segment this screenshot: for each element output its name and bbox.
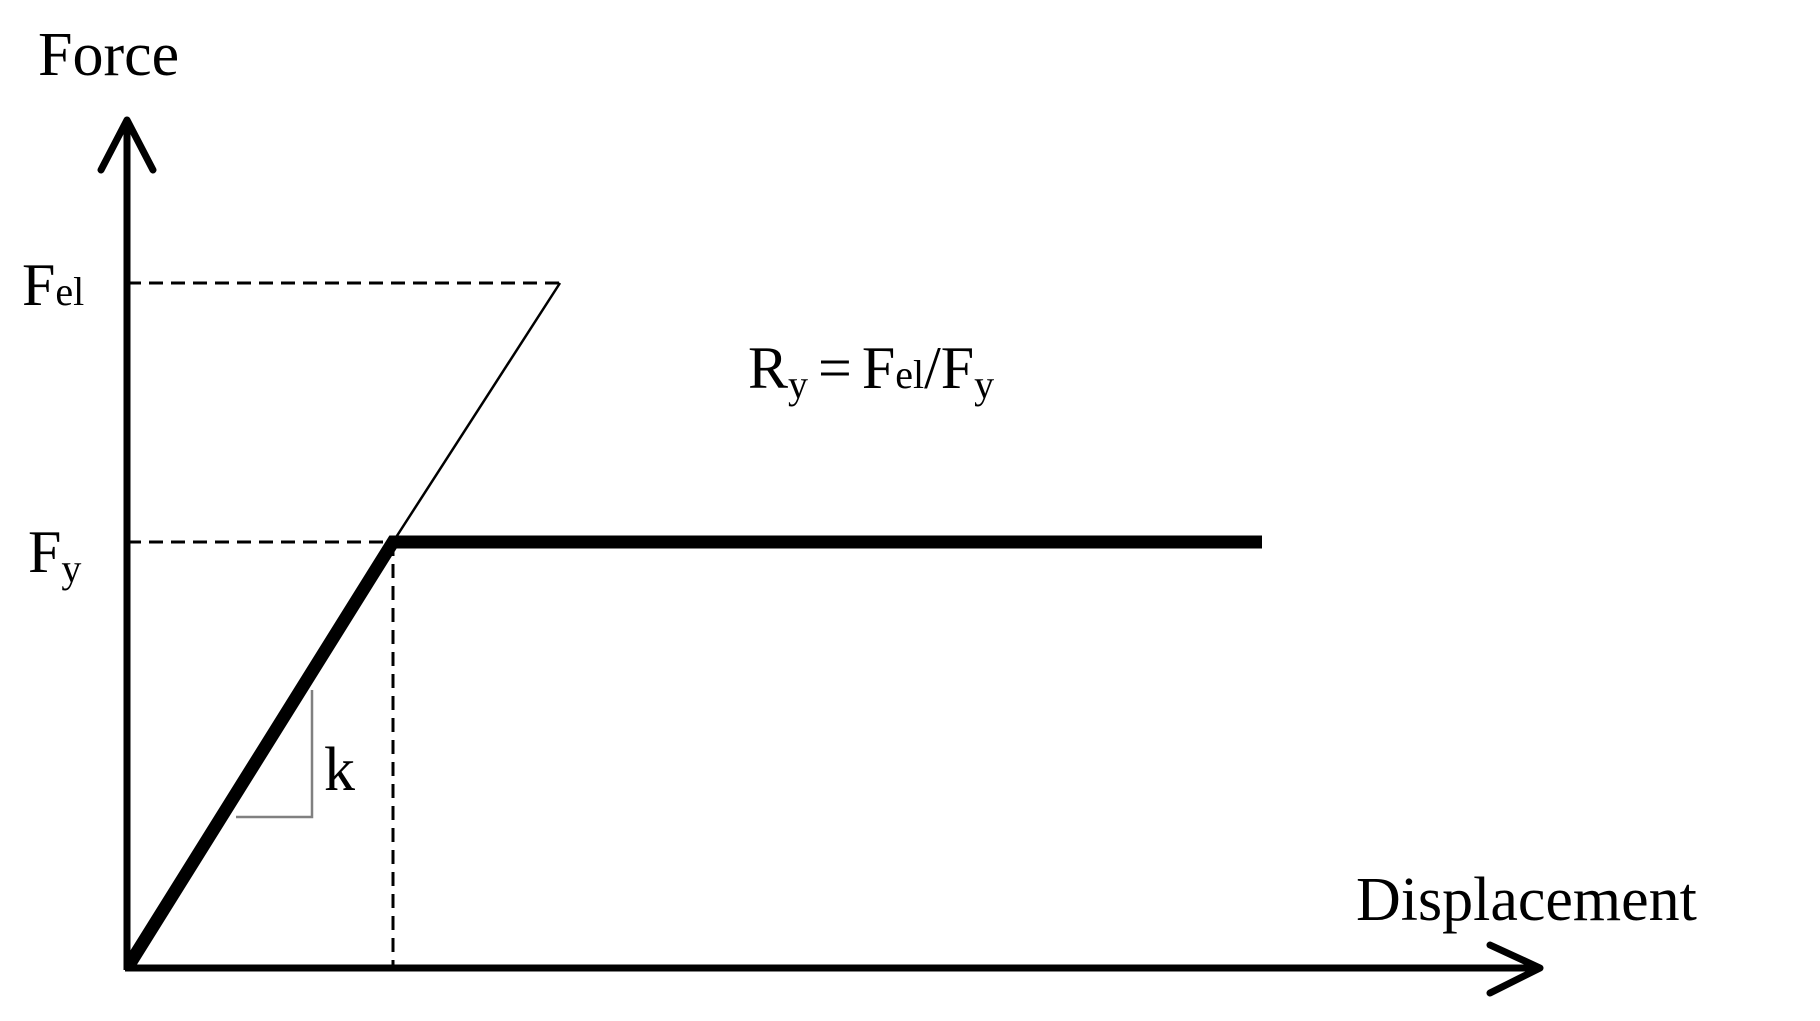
- yield-force-label: Fy: [28, 519, 81, 591]
- elastic-force-label: Fel: [22, 252, 84, 318]
- bilinear-capacity-curve: [123, 535, 1262, 969]
- x-axis-arrowhead: [1486, 941, 1544, 997]
- ductility-equation: Ry=Fel/Fy: [748, 335, 994, 407]
- stiffness-slope-triangle: [236, 690, 314, 819]
- y-axis-label: Force: [38, 21, 179, 89]
- stiffness-label: k: [324, 736, 355, 804]
- y-axis-arrowhead: [97, 116, 157, 174]
- elastic-response-line: [391, 282, 562, 543]
- x-axis-label: Displacement: [1356, 866, 1697, 934]
